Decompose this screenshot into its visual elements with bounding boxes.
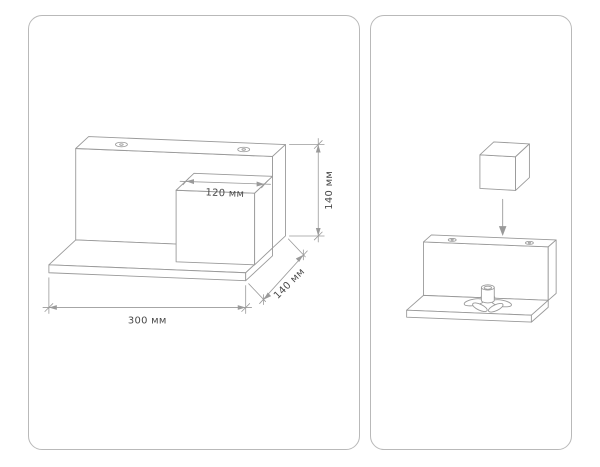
dim-label-shade-width: 120 мм — [205, 187, 244, 200]
assembly-drawing — [406, 141, 557, 323]
petal — [472, 302, 488, 312]
dim-label-height: 140 мм — [324, 171, 335, 210]
dimension-panel: 120 мм 140 мм — [28, 15, 360, 450]
bulb-socket — [463, 284, 512, 313]
assembly-panel — [370, 15, 572, 450]
mounting-hole — [447, 238, 457, 242]
shade-cube — [479, 141, 530, 191]
mounting-hole — [237, 146, 251, 153]
mounting-hole — [525, 241, 534, 245]
back-plate-right-face — [272, 144, 286, 249]
back-plate-right-face — [547, 239, 557, 301]
dim-label-width: 300 мм — [128, 315, 167, 326]
dim-height: 140 мм — [289, 138, 335, 243]
dimension-drawing: 120 мм 140 мм — [42, 136, 335, 326]
lamp-body — [406, 234, 557, 323]
socket-cylinder — [480, 287, 495, 304]
base-right-face — [530, 299, 549, 323]
petal — [488, 303, 504, 313]
dim-width: 300 мм — [42, 277, 253, 326]
dim-shade-width: 120 мм — [179, 177, 271, 200]
shade-front-face — [175, 189, 256, 266]
shade-cube — [175, 172, 273, 266]
socket-opening — [483, 285, 492, 290]
mounting-hole — [115, 141, 128, 148]
assembly-arrow — [498, 198, 507, 236]
